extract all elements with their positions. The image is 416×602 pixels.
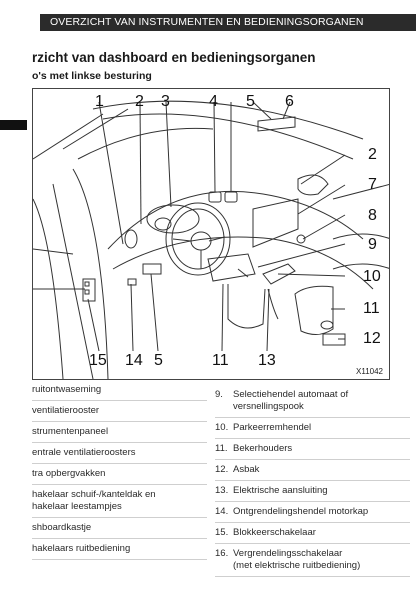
legend-number: 14. bbox=[215, 506, 229, 517]
callout-7: 7 bbox=[368, 176, 377, 193]
legend-text: Blokkeerschakelaar bbox=[233, 527, 316, 538]
legend-number: 16. bbox=[215, 548, 229, 559]
callout-5: 5 bbox=[246, 93, 255, 110]
legend-item: 13. Elektrische aansluiting bbox=[215, 481, 410, 502]
legend-text: Parkeerremhendel bbox=[233, 422, 312, 433]
page-title: rzicht van dashboard en bedieningsorgane… bbox=[32, 50, 316, 65]
callout-2: 2 bbox=[135, 93, 144, 110]
legend-number: 12. bbox=[215, 464, 229, 475]
page-subtitle: o's met linkse besturing bbox=[32, 70, 152, 82]
legend-text: Ontgrendelingshendel motorkap bbox=[233, 506, 369, 517]
legend-item: shboardkastje bbox=[32, 518, 207, 539]
legend-item: 14. Ontgrendelingshendel motorkap bbox=[215, 502, 410, 523]
legend-item: 16. Vergrendelingsschakelaar (met elektr… bbox=[215, 544, 410, 577]
legend-item: hakelaars ruitbediening bbox=[32, 539, 207, 560]
legend-text: Elektrische aansluiting bbox=[233, 485, 328, 496]
callout-13: 13 bbox=[258, 352, 276, 369]
legend-right-list: 9. Selectiehendel automaat of versnellin… bbox=[215, 385, 410, 577]
callout-14: 14 bbox=[125, 352, 143, 369]
callout-4: 4 bbox=[209, 93, 218, 110]
legend-number: 13. bbox=[215, 485, 229, 496]
legend-item: 15. Blokkeerschakelaar bbox=[215, 523, 410, 544]
running-header-title: OVERZICHT VAN INSTRUMENTEN EN BEDIENINGS… bbox=[50, 16, 364, 28]
dashboard-illustration: 1 2 3 4 5 6 2 7 8 9 10 11 12 15 14 5 11 … bbox=[32, 88, 390, 380]
figure-code: X11042 bbox=[356, 367, 383, 376]
callout-1: 1 bbox=[95, 93, 104, 110]
legend-item: 12. Asbak bbox=[215, 460, 410, 481]
dashboard-line-drawing bbox=[33, 100, 389, 379]
legend-item: ruitontwaseming bbox=[32, 380, 207, 401]
legend-item: hakelaar schuif-/kanteldak en hakelaar l… bbox=[32, 485, 207, 518]
callout-2-right: 2 bbox=[368, 146, 377, 163]
legend-text: Vergrendelingsschakelaar (met elektrisch… bbox=[233, 548, 361, 571]
callout-3: 3 bbox=[161, 93, 170, 110]
callout-10: 10 bbox=[363, 268, 381, 285]
legend-text: Asbak bbox=[233, 464, 260, 475]
callout-8: 8 bbox=[368, 207, 377, 224]
legend-left-list: ruitontwaseming ventilatierooster strume… bbox=[32, 380, 207, 560]
legend-number: 15. bbox=[215, 527, 229, 538]
callout-11-right: 11 bbox=[363, 300, 380, 317]
legend-number: 10. bbox=[215, 422, 229, 433]
section-tab-marker bbox=[0, 120, 27, 130]
legend-text: Bekerhouders bbox=[233, 443, 293, 454]
callout-9: 9 bbox=[368, 236, 377, 253]
legend-number: 9. bbox=[215, 389, 223, 400]
callout-5-bottom: 5 bbox=[154, 352, 163, 369]
callout-6: 6 bbox=[285, 93, 294, 110]
legend-text: Selectiehendel automaat of versnellingsp… bbox=[233, 389, 349, 412]
legend-item: entrale ventilatieroosters bbox=[32, 443, 207, 464]
legend-item: 11. Bekerhouders bbox=[215, 439, 410, 460]
callout-12: 12 bbox=[363, 330, 381, 347]
callout-11-bottom: 11 bbox=[212, 352, 229, 369]
legend-item: ventilatierooster bbox=[32, 401, 207, 422]
legend-number: 11. bbox=[215, 443, 228, 454]
callout-15: 15 bbox=[89, 352, 107, 369]
running-header: OVERZICHT VAN INSTRUMENTEN EN BEDIENINGS… bbox=[40, 14, 416, 31]
legend-item: 10. Parkeerremhendel bbox=[215, 418, 410, 439]
legend-item: strumentenpaneel bbox=[32, 422, 207, 443]
legend-item: tra opbergvakken bbox=[32, 464, 207, 485]
legend-item: 9. Selectiehendel automaat of versnellin… bbox=[215, 385, 410, 418]
